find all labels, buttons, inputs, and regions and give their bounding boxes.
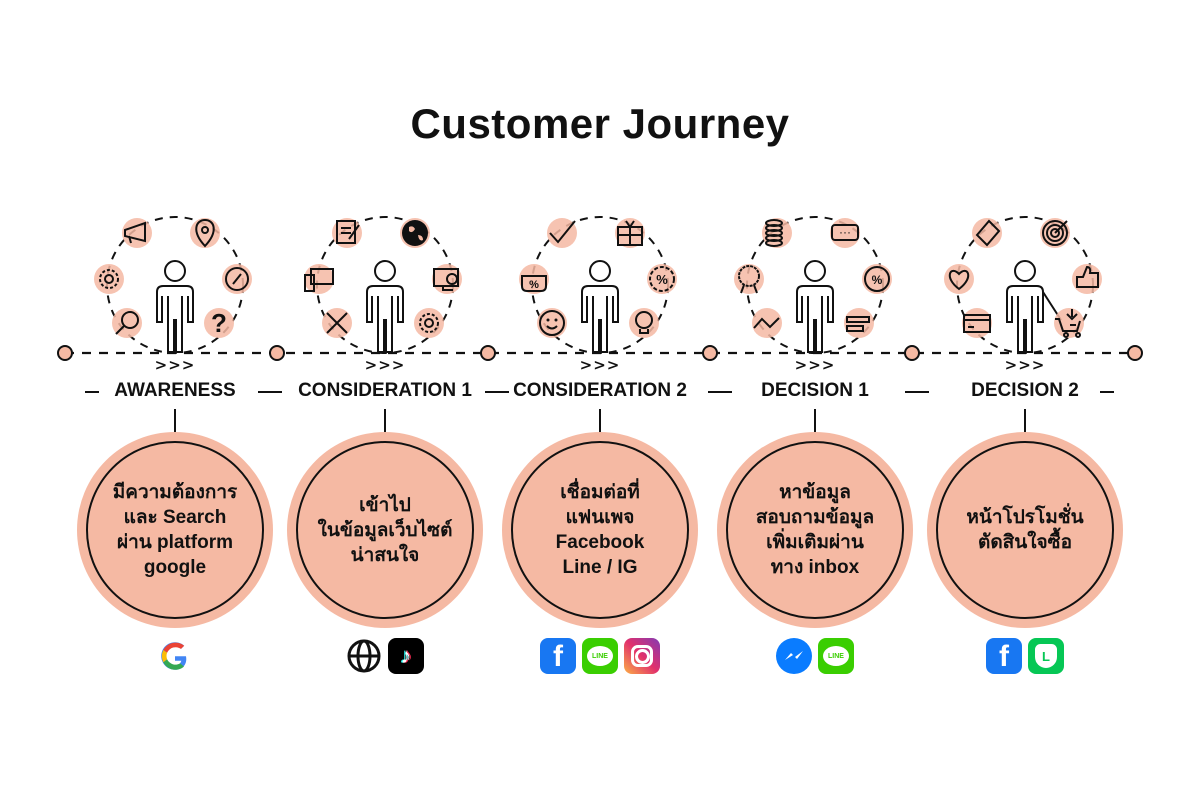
connector-line (384, 409, 386, 436)
svg-text:?: ? (211, 308, 227, 338)
stage-label: CONSIDERATION 1 (298, 380, 472, 401)
devices-icon (304, 264, 334, 294)
page-title: Customer Journey (410, 100, 790, 147)
svg-text:···: ··· (839, 225, 851, 239)
label-dash (485, 391, 499, 393)
timeline-dot (904, 345, 920, 361)
facebook-icon: f (986, 638, 1022, 674)
magnifier-icon (112, 308, 142, 338)
credit-card-icon (962, 308, 992, 338)
stage-description-bubble: เชื่อมต่อที่ แฟนเพจ Facebook Line / IG (502, 432, 698, 628)
gears-icon (414, 308, 444, 338)
stage-illustration: ···% (734, 216, 892, 354)
connector-line (599, 409, 601, 436)
connector-line (1024, 409, 1026, 436)
stage-description: เชื่อมต่อที่ แฟนเพจ Facebook Line / IG (511, 441, 689, 619)
stage-description: หาข้อมูล สอบถามข้อมูล เพิ่มเติมผ่าน ทาง … (726, 441, 904, 619)
label-dash (258, 391, 272, 393)
timeline-dot (57, 345, 73, 361)
stage-label: CONSIDERATION 2 (513, 380, 687, 401)
line-icon: LINE (582, 638, 618, 674)
progress-arrows: >>> (154, 356, 196, 374)
gift-icon (615, 218, 645, 248)
gear-icon (94, 264, 124, 294)
globe-icon (400, 218, 430, 248)
channel-icons (157, 638, 193, 674)
timeline-dot (702, 345, 718, 361)
question-icon: ? (204, 308, 234, 338)
smiley-icon (537, 308, 567, 338)
instagram-icon (624, 638, 660, 674)
label-dash (915, 391, 929, 393)
label-dash (1100, 391, 1114, 393)
progress-arrows: >>> (794, 356, 836, 374)
timeline-dot (1127, 345, 1143, 361)
stage-label: AWARENESS (114, 380, 236, 401)
line-graph-icon (752, 308, 782, 338)
stage-description: เข้าไป ในข้อมูลเว็บไซต์ น่าสนใจ (296, 441, 474, 619)
svg-text:%: % (529, 279, 539, 291)
stage-label: DECISION 2 (971, 380, 1079, 401)
stage-description-bubble: มีความต้องการ และ Search ผ่าน platform g… (77, 432, 273, 628)
location-pin-icon (190, 218, 220, 248)
stage-illustration (944, 216, 1102, 354)
percent-chart-icon: % (862, 264, 892, 294)
timeline-dot (480, 345, 496, 361)
line-official-icon: L (1028, 638, 1064, 674)
stage-description: หน้าโปรโมชั่น ตัดสินใจซื้อ (936, 441, 1114, 619)
stage-illustration: ? (94, 216, 252, 354)
website-globe-icon (346, 638, 382, 674)
label-dash (85, 391, 99, 393)
google-icon (157, 638, 193, 674)
stage-description: มีความต้องการ และ Search ผ่าน platform g… (86, 441, 264, 619)
megaphone-icon (122, 218, 152, 248)
label-dash (905, 391, 919, 393)
discount-badge-icon: % (647, 264, 677, 294)
checkmark-icon (547, 218, 577, 248)
channel-icons: LINE (776, 638, 854, 674)
stage-label: DECISION 1 (761, 380, 869, 401)
progress-arrows: >>> (1004, 356, 1046, 374)
target-icon (1040, 218, 1070, 248)
thumbs-up-icon (1072, 264, 1102, 294)
line-icon: LINE (818, 638, 854, 674)
progress-arrows: >>> (364, 356, 406, 374)
notepad-pencil-icon (332, 218, 362, 248)
coins-icon (762, 218, 792, 248)
stage-illustration: %% (519, 216, 677, 354)
label-dash (718, 391, 732, 393)
stage-description-bubble: หาข้อมูล สอบถามข้อมูล เพิ่มเติมผ่าน ทาง … (717, 432, 913, 628)
chat-bubble-icon: ··· (830, 218, 860, 248)
stage-description-bubble: หน้าโปรโมชั่น ตัดสินใจซื้อ (927, 432, 1123, 628)
lightbulb-icon (629, 308, 659, 338)
label-dash (268, 391, 282, 393)
svg-text:%: % (872, 273, 883, 287)
svg-text:%: % (656, 272, 668, 287)
tools-icon (322, 308, 352, 338)
label-dash (708, 391, 722, 393)
label-dash (495, 391, 509, 393)
award-ribbon-icon (734, 264, 764, 294)
purse-percent-icon: % (519, 264, 549, 294)
price-tag-icon (972, 218, 1002, 248)
progress-arrows: >>> (579, 356, 621, 374)
connector-line (174, 409, 176, 436)
timeline-dot (269, 345, 285, 361)
tiktok-icon: ♪ (388, 638, 424, 674)
compass-icon (222, 264, 252, 294)
heart-icon (944, 264, 974, 294)
monitor-search-icon (432, 264, 462, 294)
stage-illustration (304, 216, 462, 354)
stage-description-bubble: เข้าไป ในข้อมูลเว็บไซต์ น่าสนใจ (287, 432, 483, 628)
channel-icons: ♪ (346, 638, 424, 674)
cart-add-icon (1054, 308, 1084, 338)
bars-icon (844, 308, 874, 338)
facebook-icon: f (540, 638, 576, 674)
messenger-icon (776, 638, 812, 674)
connector-line (814, 409, 816, 436)
